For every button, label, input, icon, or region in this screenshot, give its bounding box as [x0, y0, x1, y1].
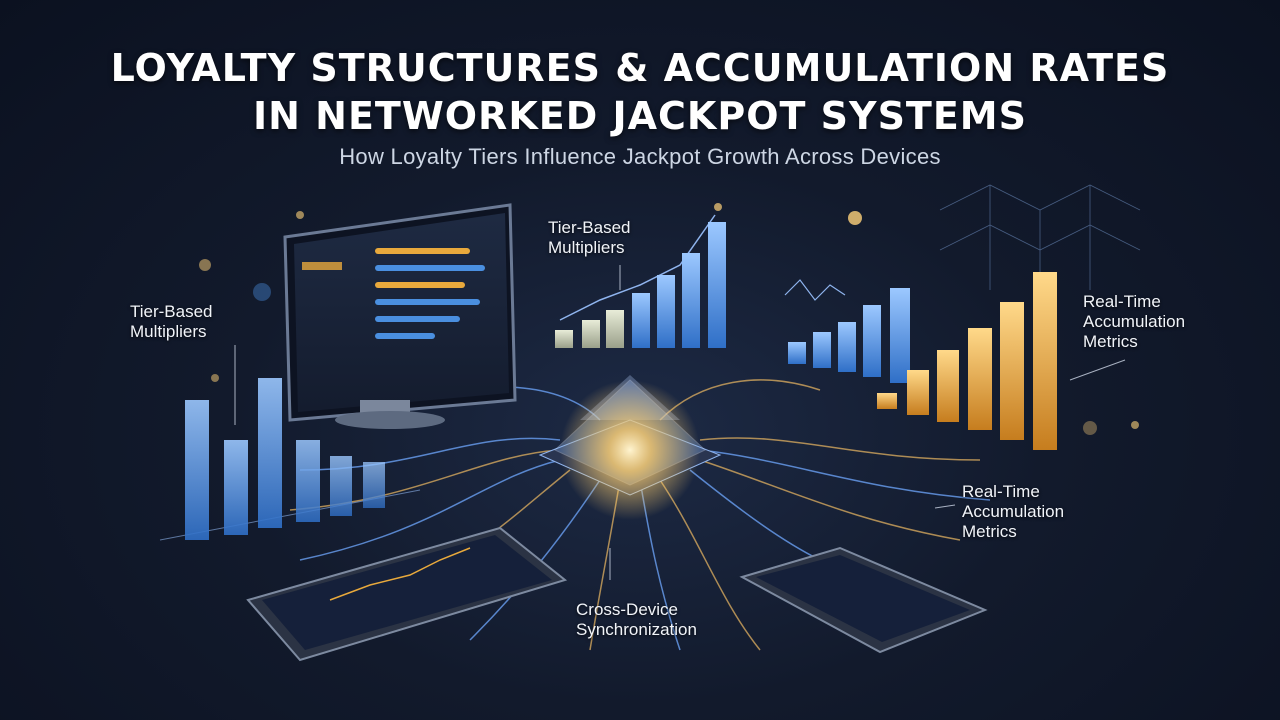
- label-line: Multipliers: [130, 322, 207, 341]
- label-pointers: [234, 265, 1126, 580]
- label-line: Multipliers: [548, 238, 625, 257]
- title-line-1: LOYALTY STRUCTURES & ACCUMULATION RATES: [110, 46, 1170, 90]
- central-chip: [538, 375, 722, 520]
- bokeh-lights: [199, 203, 1139, 435]
- label-line: Metrics: [962, 522, 1017, 541]
- label-line: Tier-Based: [548, 218, 631, 237]
- label-realtime-metrics-mid: Real-Time Accumulation Metrics: [962, 482, 1064, 542]
- label-line: Accumulation: [1083, 312, 1186, 331]
- label-line: Metrics: [1083, 332, 1138, 351]
- page-subtitle: How Loyalty Tiers Influence Jackpot Grow…: [339, 144, 941, 169]
- label-tier-multipliers-center: Tier-Based Multipliers: [548, 218, 631, 258]
- desktop-monitor: [283, 203, 517, 429]
- label-line: Tier-Based: [130, 302, 213, 321]
- label-line: Cross-Device: [576, 600, 679, 619]
- label-line: Accumulation: [962, 502, 1065, 521]
- right-blue-bars: [784, 279, 910, 383]
- center-bar-chart: [555, 214, 726, 348]
- title-line-2: IN NETWORKED JACKPOT SYSTEMS: [252, 94, 1027, 138]
- label-cross-device-sync: Cross-Device Synchronization: [576, 600, 697, 640]
- label-line: Real-Time: [1083, 292, 1161, 311]
- right-gold-bars: [877, 272, 1057, 450]
- label-realtime-metrics-top: Real-Time Accumulation Metrics: [1083, 292, 1185, 352]
- page-title: LOYALTY STRUCTURES & ACCUMULATION RATES …: [0, 44, 1280, 140]
- label-line: Synchronization: [576, 620, 697, 639]
- left-bar-chart: [159, 378, 421, 541]
- tablet-device: [246, 526, 568, 662]
- phone-device: [739, 546, 988, 654]
- label-line: Real-Time: [962, 482, 1040, 501]
- label-tier-multipliers-left: Tier-Based Multipliers: [130, 302, 213, 342]
